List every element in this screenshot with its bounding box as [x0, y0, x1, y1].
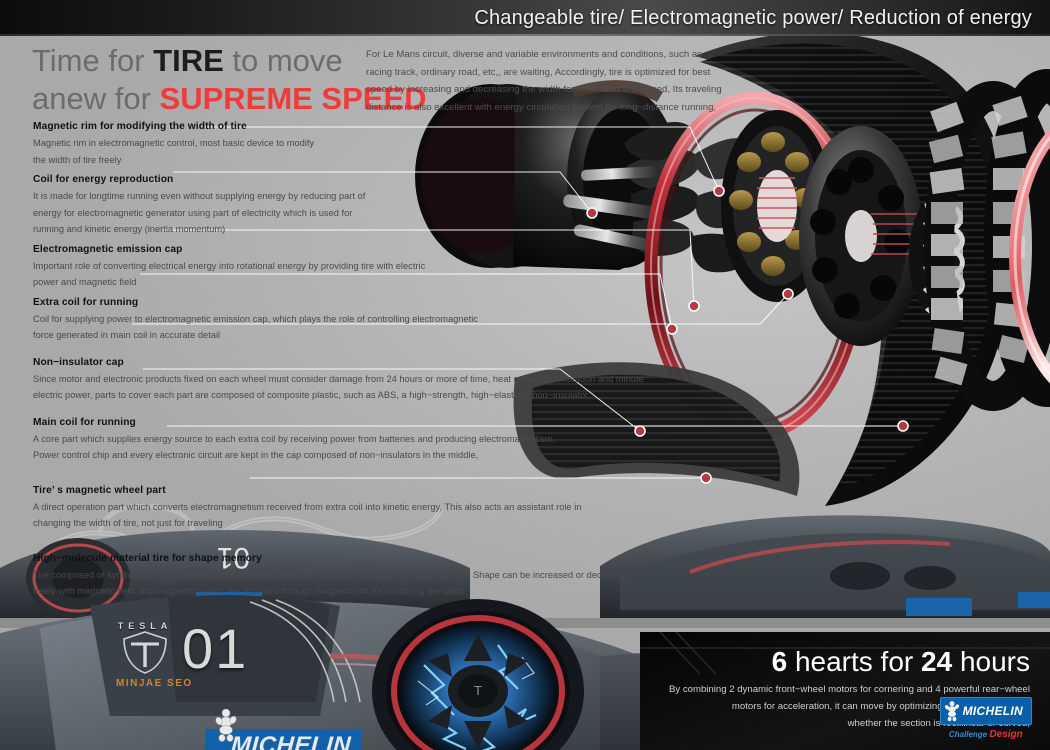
callout-body-line: Important role of converting electrical …: [33, 260, 426, 271]
header-title: Changeable tire/ Electromagnetic power/ …: [474, 7, 1032, 29]
michelin-challenge-design-logo: MICHELIN Challenge Design: [939, 697, 1032, 740]
callout-body-line: force generated in main coil in accurate…: [33, 330, 221, 340]
callout-body: Important role of converting electrical …: [33, 258, 633, 291]
callout-body-line: energy for electromagnetic generator usi…: [33, 207, 353, 218]
tesla-badge: TESLA: [110, 621, 180, 680]
michelin-footer-wordmark: MICHELIN: [962, 704, 1023, 718]
callout-heading: High−molecule material tire for shape me…: [33, 552, 262, 564]
tesla-wordmark: TESLA: [117, 621, 173, 631]
hearts-line: motors for acceleration, it can move by …: [731, 701, 1030, 712]
callout-heading: Tire’ s magnetic wheel part: [33, 484, 166, 496]
hearts-description: By combining 2 dynamic front−wheel motor…: [660, 681, 1030, 732]
callout-non-insulator-cap: Non−insulator cap Since motor and electr…: [33, 352, 644, 404]
callout-magnetic-rim: Magnetic rim for modifying the width of …: [33, 116, 633, 168]
callout-body: It is made for longtime running even wit…: [33, 188, 633, 238]
callout-body-line: electric power, parts to cover each part…: [33, 390, 591, 400]
callout-body: A core part which supplies energy source…: [33, 431, 633, 464]
intro-line: speed by increasing and decreasing the w…: [366, 84, 722, 95]
callout-body-line: A core part which supplies energy source…: [33, 433, 555, 444]
poster-body: Time for TIRE to move anew for SUPREME S…: [0, 36, 1050, 750]
callout-tire-magnetic-wheel-part: Tire’ s magnetic wheel part A direct ope…: [33, 480, 633, 532]
challenge-design-tagline: Challenge Design: [940, 729, 1032, 740]
tesla-shield-icon: [123, 631, 167, 674]
callout-heading: Electromagnetic emission cap: [33, 243, 183, 255]
callout-body-line: power and magnetic field: [33, 277, 137, 287]
hearts-headline: 6 hearts for 24 hours: [772, 646, 1030, 678]
callout-heading: Non−insulator cap: [33, 356, 124, 368]
designer-name: MINJAE SEO: [116, 678, 193, 689]
intro-line: racing track, ordinary road, etc,, are w…: [366, 66, 711, 78]
callouts-list: Magnetic rim for modifying the width of …: [33, 116, 644, 601]
title-line-1: Time for TIRE to move: [32, 42, 427, 80]
intro-line: For Le Mans circuit, diverse and variabl…: [366, 49, 702, 60]
callout-body-line: freely with magnetic field and magnetism…: [33, 586, 465, 596]
callout-main-coil-running: Main coil for running A core part which …: [33, 412, 633, 464]
callout-body: Tire composed of synthetic textiles, mos…: [33, 567, 633, 600]
header-bar: Changeable tire/ Electromagnetic power/ …: [0, 0, 1050, 36]
callout-body-line: running and kinetic energy (inertia mome…: [33, 224, 226, 234]
callout-body-line: Tire composed of synthetic textiles, mos…: [33, 569, 631, 580]
intro-paragraph: For Le Mans circuit, diverse and variabl…: [366, 46, 744, 116]
hearts-num-24: 24: [921, 646, 953, 677]
michelin-man-icon: [215, 708, 237, 742]
hearts-line: By combining 2 dynamic front−wheel motor…: [668, 684, 1030, 695]
callout-body-line: A direct operation part which converts e…: [33, 501, 582, 512]
callout-body: Since motor and electronic products fixe…: [33, 371, 644, 404]
callout-body-line: Since motor and electronic products fixe…: [33, 373, 644, 384]
svg-text:T: T: [474, 683, 482, 698]
hearts-line: whether the section is rectilinear or cu…: [847, 718, 1030, 729]
callout-body-line: Magnetic rim in electromagnetic control,…: [33, 138, 315, 148]
callout-body: A direct operation part which converts e…: [33, 499, 633, 532]
title-1a: Time for: [32, 43, 154, 78]
title-1b: TIRE: [153, 43, 224, 78]
callout-body-line: Power control chip and every electronic …: [33, 450, 479, 460]
hearts-num-6: 6: [771, 646, 788, 677]
concept-car-graphic: 01: [0, 515, 1050, 750]
hearts-text-2: hours: [952, 646, 1030, 677]
callout-body-line: the width of tire freely: [33, 154, 122, 165]
callout-body: Magnetic rim in electromagnetic control,…: [33, 135, 633, 168]
page-title: Time for TIRE to move anew for SUPREME S…: [32, 42, 427, 118]
challenge-word: Challenge: [948, 730, 990, 739]
callout-heading: Magnetic rim for modifying the width of …: [33, 121, 247, 132]
callout-body-line: changing the width of tire, not just for…: [33, 518, 223, 528]
callout-electromagnetic-emission-cap: Electromagnetic emission cap Important r…: [33, 239, 633, 291]
michelin-man-footer-icon: [944, 701, 959, 722]
title-line-2: anew for SUPREME SPEED: [32, 80, 427, 118]
callout-body-line: Coil for supplying power to electromagne…: [33, 313, 478, 324]
callout-extra-coil-running: Extra coil for running Coil for supplyin…: [33, 292, 633, 344]
callout-high-molecule-tire: High−molecule material tire for shape me…: [33, 548, 633, 600]
callout-heading: Coil for energy reproduction: [33, 174, 174, 185]
michelin-footer-badge: MICHELIN: [939, 697, 1032, 725]
callout-heading: Extra coil for running: [33, 296, 139, 308]
title-1c: to move: [223, 43, 343, 78]
hearts-text-1: hearts for: [787, 646, 922, 677]
callout-body-line: It is made for longtime running even wit…: [33, 191, 366, 201]
title-2b: SUPREME SPEED: [159, 81, 427, 116]
michelin-car-wordmark: MICHELIN: [230, 732, 352, 750]
title-2a: anew for: [32, 81, 160, 116]
callout-heading: Main coil for running: [33, 416, 136, 428]
design-word: Design: [989, 729, 1023, 740]
callout-coil-energy-reproduction: Coil for energy reproduction It is made …: [33, 169, 633, 238]
car-number: 01: [182, 617, 249, 680]
callout-body: Coil for supplying power to electromagne…: [33, 311, 633, 344]
intro-line: distance is also excellent with energy c…: [366, 101, 717, 113]
